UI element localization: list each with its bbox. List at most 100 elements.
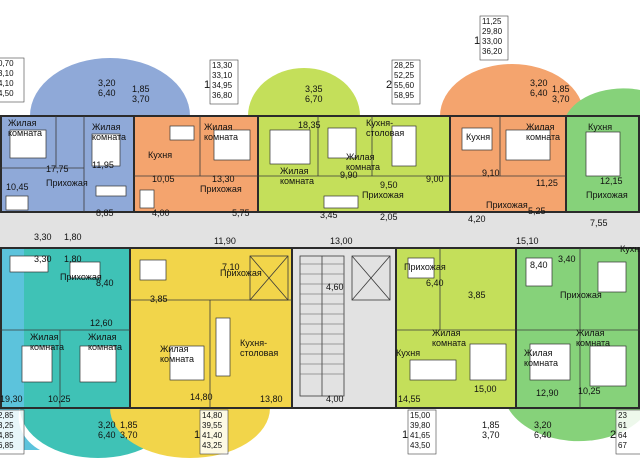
room-area: 4,60	[326, 282, 344, 292]
room-label: Кухня-	[240, 338, 267, 348]
balcony-top-right	[440, 64, 584, 116]
room-count: 1	[194, 429, 200, 441]
room-label: комната	[576, 338, 610, 348]
room-label: Жилая	[432, 328, 461, 338]
room-area: 3,40	[558, 254, 576, 264]
room-count: 2	[386, 79, 392, 91]
table-value: 43,50	[410, 441, 431, 450]
corridor	[0, 212, 640, 248]
balcony-area: 3,20	[534, 420, 552, 430]
room-area: 7,10	[222, 262, 240, 272]
room-area: 14,55	[398, 394, 421, 404]
room-label: Жилая	[30, 332, 59, 342]
balcony-area: 6,40	[530, 88, 548, 98]
table-value: 61	[618, 421, 627, 430]
room-area: 10,25	[48, 394, 71, 404]
room-area: 6,40	[426, 278, 444, 288]
room-area: 19,30	[0, 394, 23, 404]
room-area: 11,25	[536, 178, 558, 188]
table-value: 3,25	[0, 421, 14, 430]
room-area: 3,45	[320, 210, 338, 220]
balcony-area: 6,40	[98, 430, 116, 440]
table-frame	[199, 409, 229, 455]
table-value: 41,65	[410, 431, 431, 440]
room-area: 15,10	[516, 236, 539, 246]
room-area: 17,75	[46, 164, 69, 174]
balcony-top-left	[30, 58, 190, 116]
balcony-area: 6,70	[305, 94, 323, 104]
room-label: комната	[160, 354, 194, 364]
room-label: Жилая	[576, 328, 605, 338]
room-area: 9,00	[426, 174, 444, 184]
room-area: 12,60	[90, 318, 113, 328]
room-area: 5,25	[528, 206, 546, 216]
room-label: Прихожая	[60, 272, 102, 282]
room-label: Прихожая	[404, 262, 446, 272]
room-label: комната	[204, 132, 238, 142]
room-label: Жилая	[92, 122, 121, 132]
table-value: 2,85	[0, 411, 14, 420]
room-area: 10,05	[152, 174, 175, 184]
room-label: Кухня	[620, 244, 640, 254]
room-label: Кухня	[466, 132, 490, 142]
table-value: 4,50	[0, 89, 14, 98]
table-value: 36,20	[482, 47, 503, 56]
balcony-area: 1,85	[132, 84, 150, 94]
room-area: 1,80	[64, 254, 82, 264]
room-count: 1	[402, 429, 408, 441]
table-value: 39,80	[410, 421, 431, 430]
table-value: 67	[618, 441, 627, 450]
balcony-area: 3,70	[120, 430, 138, 440]
room-area: 9,50	[380, 180, 398, 190]
furniture	[5, 125, 627, 387]
room-label: Кухня-	[366, 118, 393, 128]
table-value: 36,80	[212, 91, 233, 100]
room-label: Кухня	[396, 348, 420, 358]
table-value: 28,25	[394, 61, 415, 70]
room-label: Жилая	[524, 348, 553, 358]
room-area: 14,80	[190, 392, 213, 402]
balcony-area: 6,40	[98, 88, 116, 98]
table-frame	[0, 57, 25, 103]
room-count: 1	[204, 79, 210, 91]
room-label: Жилая	[280, 166, 309, 176]
room-label: Прихожая	[486, 200, 528, 210]
table-value: 15,00	[410, 411, 431, 420]
room-area: 8,40	[96, 278, 114, 288]
room-area: 12,90	[536, 388, 559, 398]
table-value: 11,25	[482, 17, 502, 26]
room-area: 2,05	[380, 212, 398, 222]
balcony-area: 1,85	[482, 420, 500, 430]
room-label: Жилая	[526, 122, 555, 132]
table-value: 33,10	[212, 71, 233, 80]
table-value: 43,25	[202, 441, 223, 450]
table-value: 41,40	[202, 431, 223, 440]
room-area: 13,80	[260, 394, 283, 404]
balcony-area: 3,35	[305, 84, 323, 94]
room-label: Прихожая	[362, 190, 404, 200]
room-label: Жилая	[8, 118, 37, 128]
table-value: 64	[618, 431, 627, 440]
room-label: комната	[30, 342, 64, 352]
room-area: 11,95	[92, 160, 114, 170]
table-value: 0,70	[0, 59, 14, 68]
table-value: 34,95	[212, 81, 233, 90]
room-area: 10,25	[578, 386, 601, 396]
table-value: 4,85	[0, 431, 14, 440]
table-frame	[407, 409, 437, 455]
balcony-area: 6,40	[534, 430, 552, 440]
room-count: 1	[474, 35, 480, 47]
room-area: 4,00	[326, 394, 344, 404]
balcony-bottom-green	[508, 408, 640, 442]
room-area: 7,55	[590, 218, 608, 228]
balcony-area: 3,20	[98, 78, 116, 88]
room-label: Кухня	[588, 122, 612, 132]
room-label: Жилая	[346, 152, 375, 162]
balcony-top-lime	[248, 68, 360, 116]
stair-treads	[300, 263, 344, 375]
room-label: Жилая	[88, 332, 117, 342]
table-frame	[479, 15, 509, 61]
room-label: Прихожая	[200, 184, 242, 194]
